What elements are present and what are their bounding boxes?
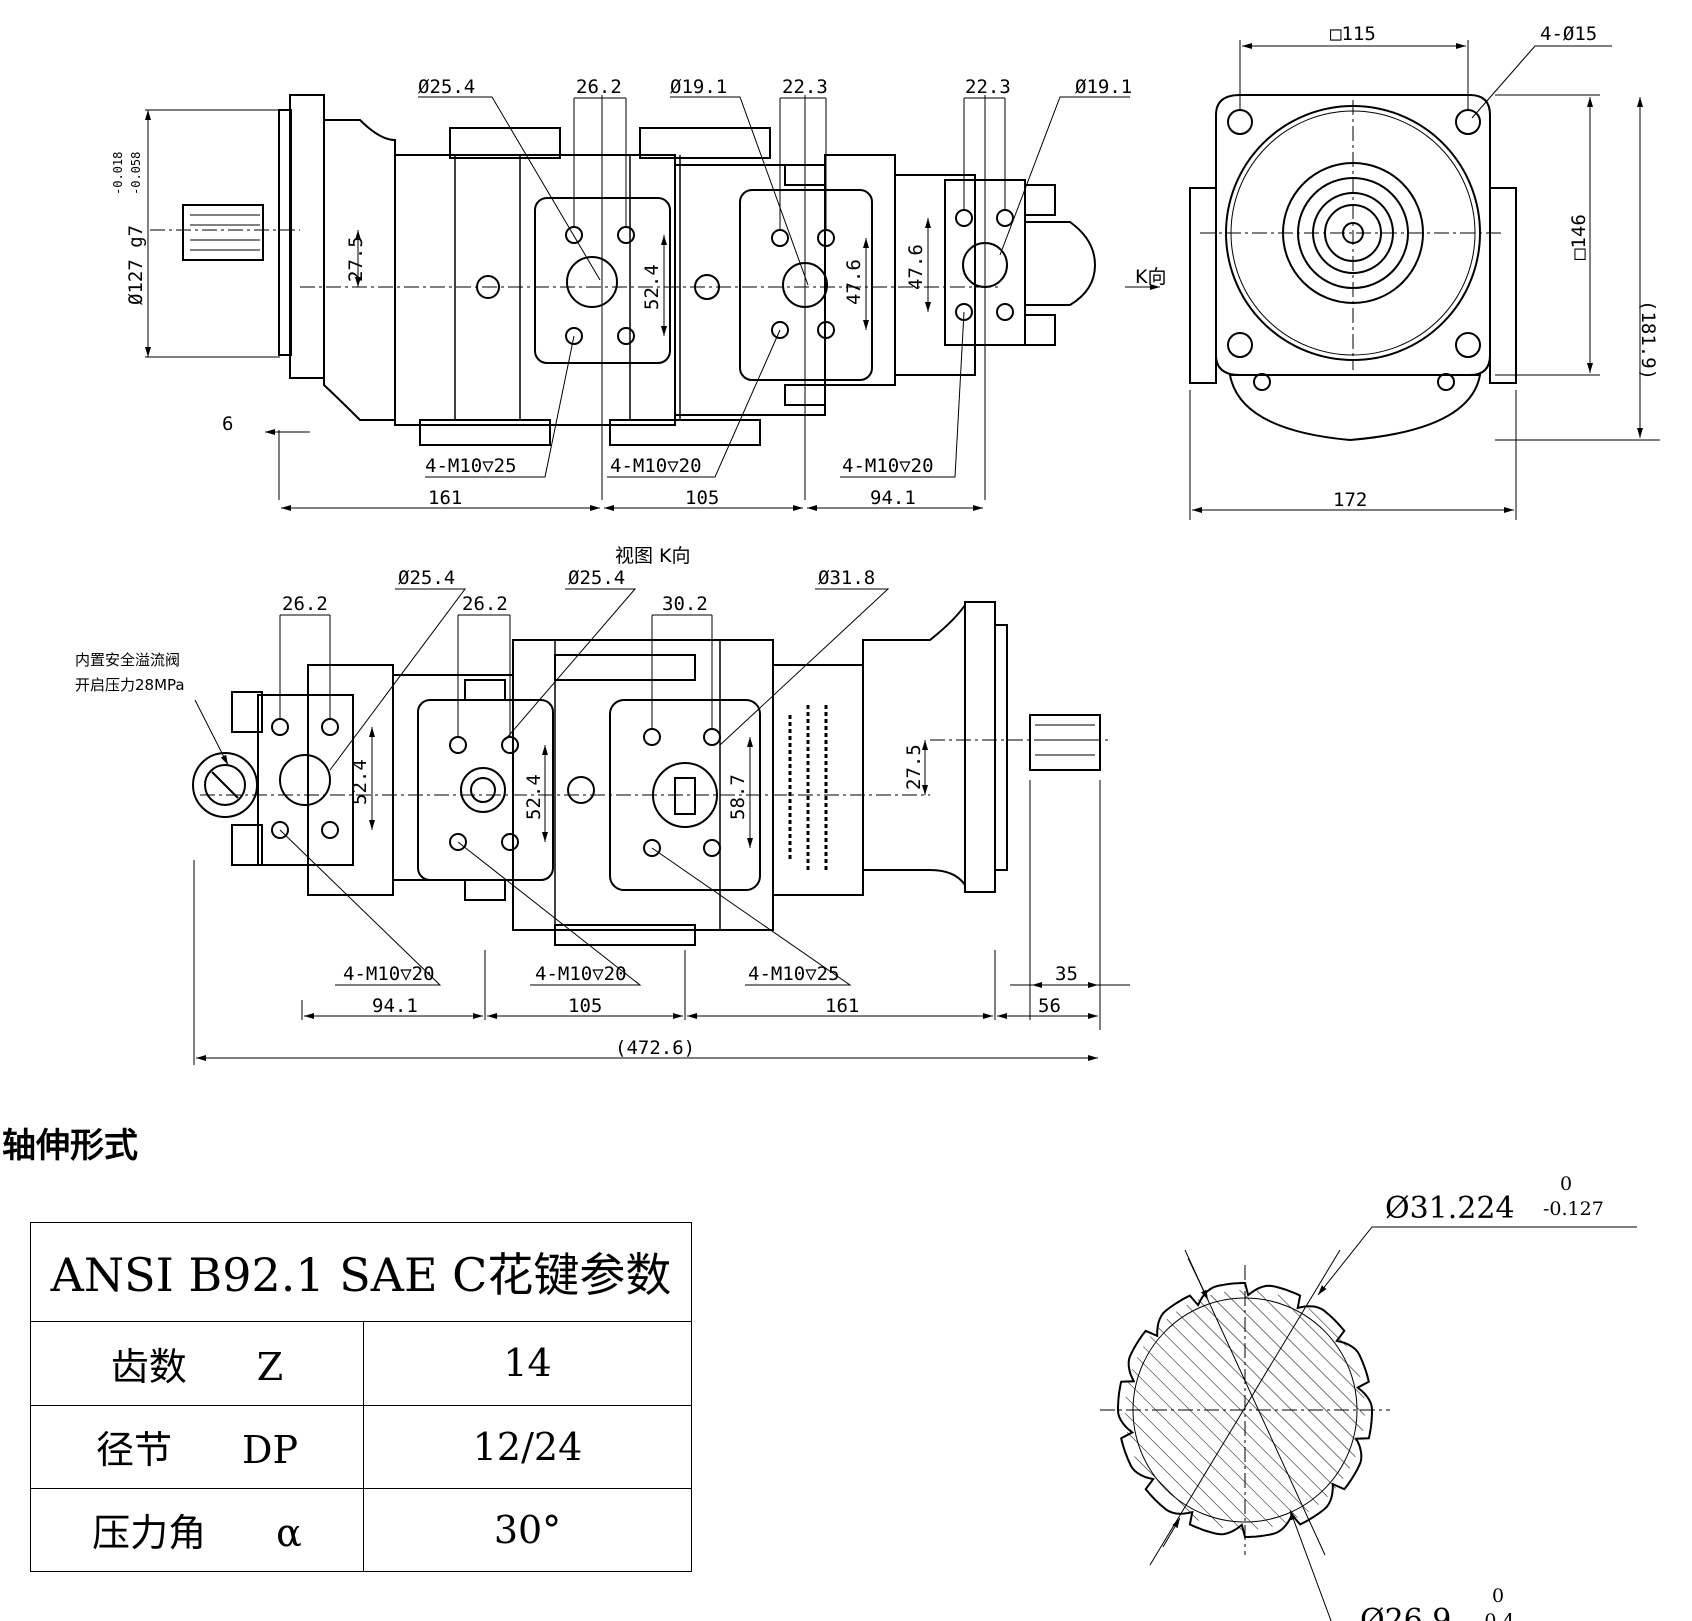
minor-dia-label: Ø26.9 — [1360, 1603, 1451, 1621]
port2-bolts-label: 4-M10▽20 — [610, 455, 702, 477]
shaft-offset-label: 27.5 — [345, 236, 367, 282]
table-row: 齿数 Z 14 — [30, 1321, 692, 1406]
front-body-3 — [674, 164, 826, 416]
relief-valve-note-1: 内置安全溢流阀 — [75, 651, 180, 669]
param-symbol: α — [276, 1511, 302, 1556]
minor-tol-lower: -0.4 — [1478, 1610, 1515, 1621]
side-bolt-hole-br — [1455, 332, 1481, 358]
k-port-face-3 — [257, 694, 354, 866]
param-label-cell: 齿数 Z — [30, 1321, 364, 1406]
k-p3-height-label: 52.4 — [349, 759, 371, 805]
k-shaft-a-label: 35 — [1055, 963, 1078, 985]
side-bolt-hole-bl — [1227, 332, 1253, 358]
front-port-face-2 — [739, 189, 873, 381]
k-len-c-label: 161 — [825, 995, 859, 1017]
port2-dia-label: Ø19.1 — [670, 76, 727, 98]
param-label: 压力角 — [92, 1511, 207, 1556]
k-shaft — [1029, 714, 1101, 771]
table-row: 径节 DP 12/24 — [30, 1404, 692, 1489]
k-total-label: (472.6) — [615, 1037, 695, 1059]
side-right-ear — [1489, 187, 1517, 384]
k-p1-height-label: 58.7 — [727, 774, 749, 820]
table-header-row: ANSI B92.1 SAE C花键参数 — [30, 1221, 692, 1323]
k-p3-dia-label: Ø25.4 — [398, 567, 455, 589]
param-value: 12/24 — [363, 1404, 692, 1489]
major-tol-lower: -0.127 — [1543, 1198, 1604, 1220]
k-p2-height-label: 52.4 — [523, 774, 545, 820]
port2-pitch-label: 22.3 — [782, 76, 828, 98]
port3-pitch-label: 22.3 — [965, 76, 1011, 98]
port1-dia-label: Ø25.4 — [418, 76, 475, 98]
side-left-ear — [1189, 187, 1217, 384]
width-172-label: 172 — [1333, 489, 1367, 511]
k-view-title: 视图 K向 — [615, 545, 691, 567]
k-p3-bolts-label: 4-M10▽20 — [343, 963, 435, 985]
port3-dia-label: Ø19.1 — [1075, 76, 1132, 98]
holes-label: 4-Ø15 — [1540, 23, 1597, 45]
k-p2-dia-label: Ø25.4 — [568, 567, 625, 589]
flange-tol-upper: -0.018 — [111, 152, 125, 195]
k-len-b-label: 105 — [568, 995, 602, 1017]
k-p2-bolts-label: 4-M10▽20 — [535, 963, 627, 985]
front-view-labels: Ø127 g7 -0.018 -0.058 27.5 6 Ø25.4 26.2 … — [111, 76, 1166, 509]
k-p1-bolts-label: 4-M10▽25 — [748, 963, 840, 985]
k-p2-pitch-label: 26.2 — [462, 593, 508, 615]
port1-height-label: 52.4 — [641, 264, 663, 310]
k-p1-dia-label: Ø31.8 — [818, 567, 875, 589]
port3-height-label: 47.6 — [905, 244, 927, 290]
spline-parameter-table: ANSI B92.1 SAE C花键参数 齿数 Z 14 径节 DP 12/24 压… — [30, 1221, 692, 1573]
shaft-extension-title: 轴伸形式 — [2, 1126, 138, 1166]
relief-valve-note-2: 开启压力28MPa — [75, 676, 185, 694]
front-view-dimensions — [145, 95, 1160, 511]
k-direction-label: K向 — [1135, 266, 1166, 288]
side-view-dimensions — [1189, 40, 1660, 520]
side-view — [1189, 94, 1517, 442]
table-header: ANSI B92.1 SAE C花键参数 — [30, 1221, 692, 1323]
param-label: 径节 — [95, 1428, 172, 1473]
port1-pitch-label: 26.2 — [576, 76, 622, 98]
spline-section-drawing — [1100, 1226, 1637, 1621]
major-tol-upper: 0 — [1560, 1173, 1572, 1195]
front-relief-boss — [1024, 221, 1097, 306]
param-value: 14 — [363, 1321, 692, 1406]
square-115-label: □115 — [1330, 23, 1376, 45]
param-value: 30° — [363, 1487, 692, 1573]
param-label-cell: 径节 DP — [30, 1404, 364, 1489]
port2-height-label: 47.6 — [843, 259, 865, 305]
param-symbol: Z — [256, 1344, 284, 1389]
table-row: 压力角 α 30° — [30, 1487, 692, 1573]
major-dia-label: Ø31.224 — [1385, 1191, 1515, 1226]
k-view-labels: 视图 K向 内置安全溢流阀 开启压力28MPa 26.2 Ø25.4 52.4 … — [75, 545, 1078, 1059]
port1-bolts-label: 4-M10▽25 — [425, 455, 517, 477]
k-flange — [964, 601, 996, 893]
k-shaft-offset-label: 27.5 — [903, 744, 925, 790]
length-1-label: 161 — [428, 487, 462, 509]
spline-section-labels: Ø31.224 0 -0.127 Ø26.9 0 -0.4 — [1360, 1173, 1604, 1621]
k-shaft-b-label: 56 — [1038, 995, 1061, 1017]
flange-tol-lower: -0.058 — [129, 152, 143, 195]
param-symbol: DP — [241, 1428, 299, 1473]
param-label: 齿数 — [110, 1344, 187, 1389]
k-p3-pitch-label: 26.2 — [282, 593, 328, 615]
front-flange — [289, 94, 325, 379]
side-bolt-hole-tl — [1227, 109, 1253, 135]
minor-tol-upper: 0 — [1492, 1585, 1504, 1607]
k-view — [192, 601, 1110, 946]
front-view — [150, 94, 1097, 446]
height-181-label: (181.9) — [1637, 300, 1659, 380]
k-p1-pitch-label: 30.2 — [662, 593, 708, 615]
flange-dia-label: Ø127 g7 — [125, 225, 147, 305]
param-label-cell: 压力角 α — [30, 1487, 364, 1573]
port3-bolts-label: 4-M10▽20 — [842, 455, 934, 477]
length-3-label: 94.1 — [870, 487, 916, 509]
flange-thickness-label: 6 — [222, 413, 233, 435]
side-view-labels: □115 4-Ø15 □146 (181.9) 172 — [1330, 23, 1659, 511]
k-len-a-label: 94.1 — [372, 995, 418, 1017]
square-146-label: □146 — [1568, 214, 1590, 260]
front-shaft — [182, 204, 264, 261]
k-view-dimensions — [193, 588, 1130, 1065]
length-2-label: 105 — [685, 487, 719, 509]
